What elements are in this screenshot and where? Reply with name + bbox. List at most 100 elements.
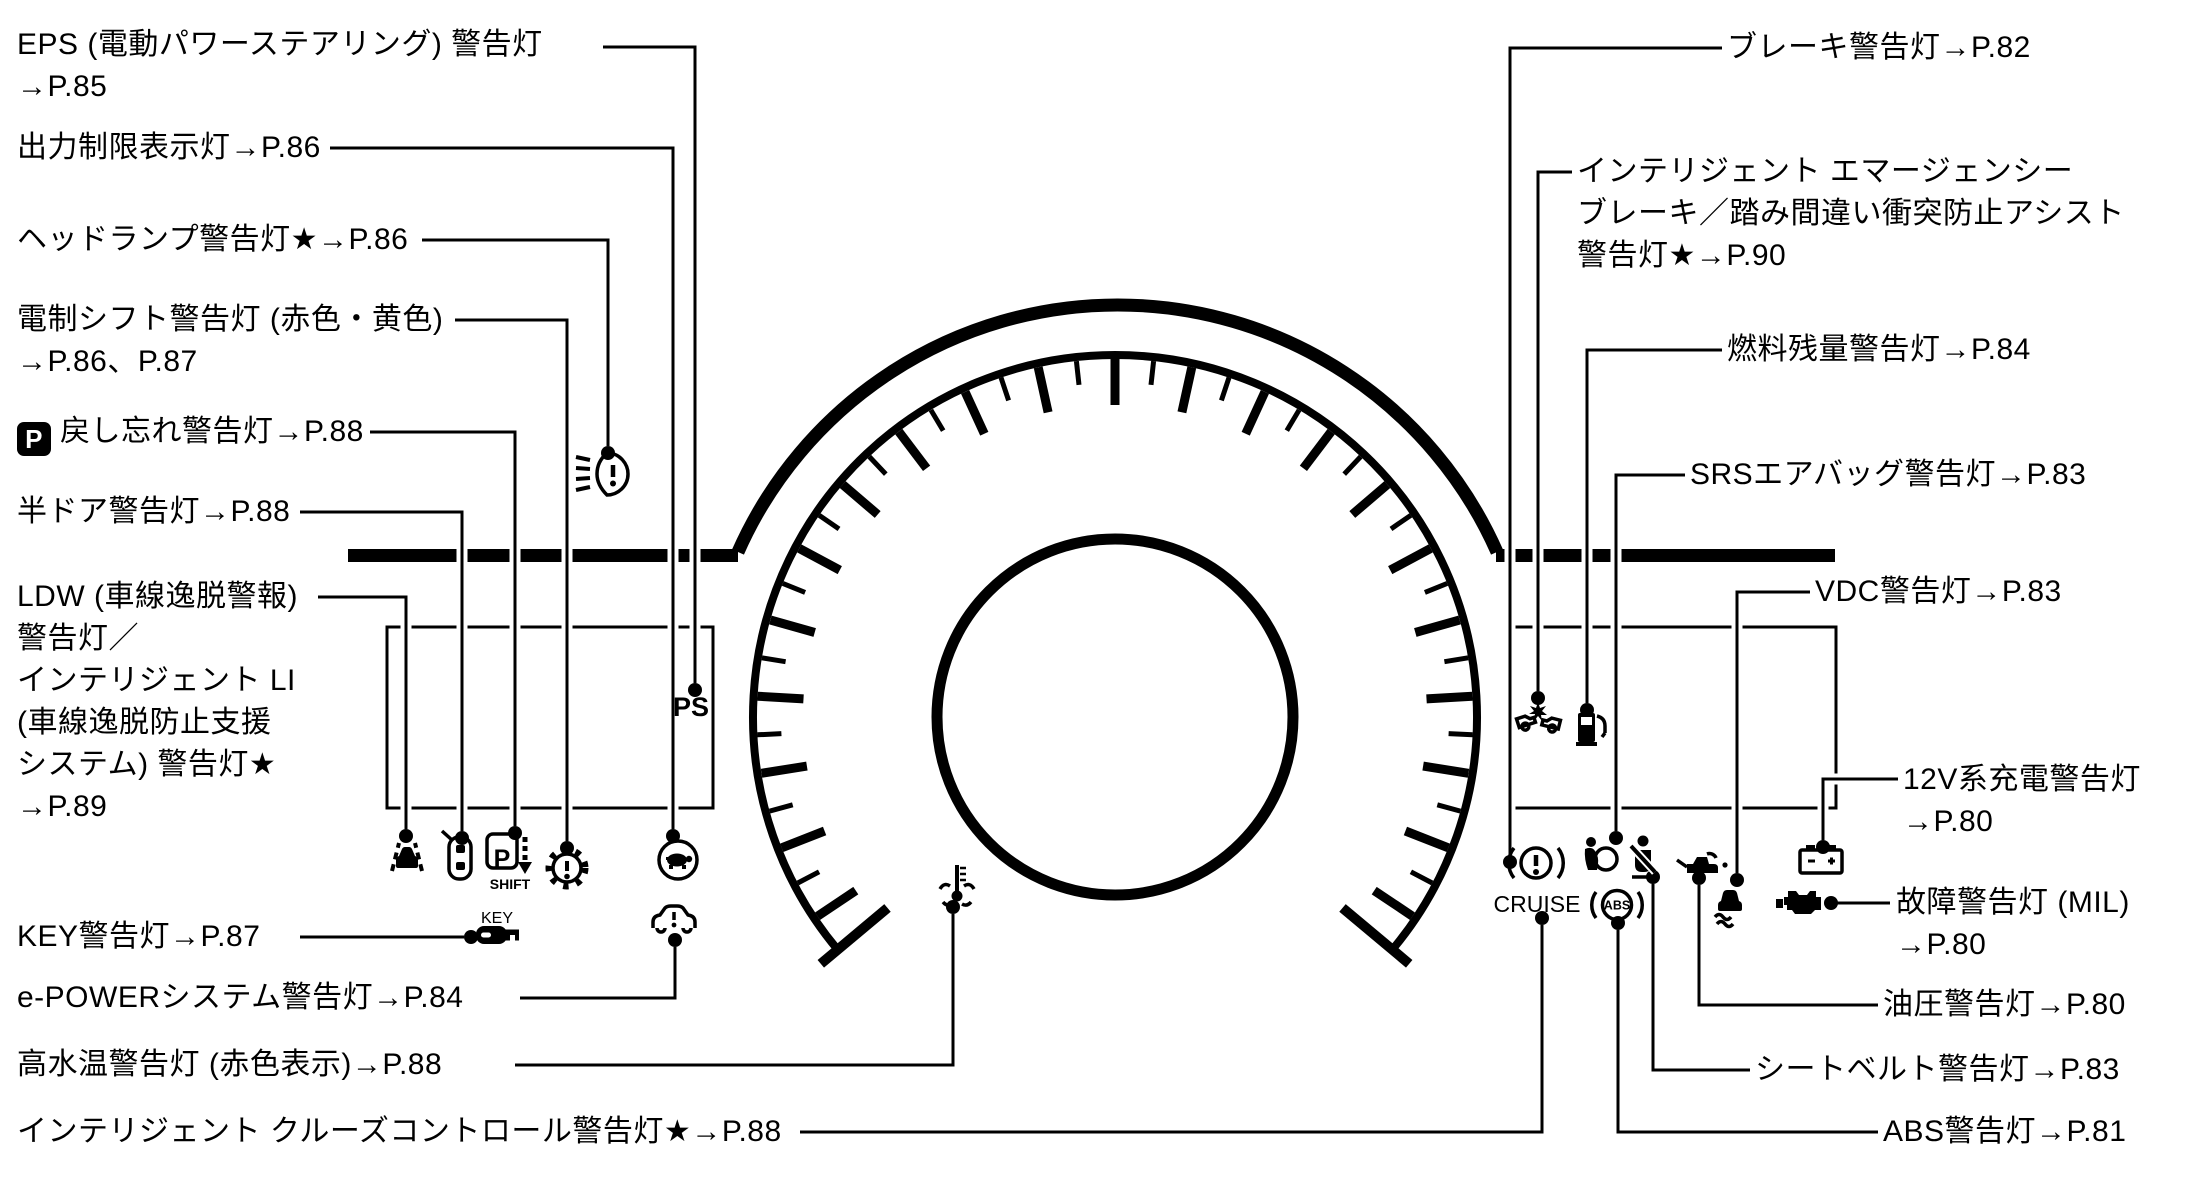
svg-text:P: P [494,845,511,873]
p-shift-icon: P SHIFT [485,832,532,892]
label-vdc: VDC警告灯→P.83 [1815,575,2062,608]
ps-indicator: PS [673,692,709,722]
dot-mil [1824,896,1838,910]
gauge-tick [1409,869,1434,886]
gauge-tick [1448,731,1473,738]
turtle-icon [657,839,699,881]
gauge-tick [1299,428,1335,472]
collision-icon [1514,702,1563,734]
battery-icon [1798,845,1844,875]
label-oil: 油圧警告灯→P.80 [1883,988,2126,1021]
label-half-door: 半ドア警告灯→P.88 [17,495,291,528]
right-bar [1496,549,1835,562]
gauge-tick [928,408,946,432]
label-output-limit: 出力制限表示灯→P.86 [17,131,321,164]
leader-charge [1821,777,1898,840]
dot-key [464,930,478,944]
gauge-tick [867,454,888,476]
label-charge: 12V系充電警告灯 →P.80 [1903,763,2141,838]
dot-p-return [508,826,522,840]
left-bar [348,549,738,562]
dot-srs [1609,831,1623,845]
gauge-tick [1414,615,1461,637]
leader-srs [1614,473,1685,831]
gauge-tick [780,826,827,852]
svg-text:KEY: KEY [481,910,513,927]
label-emergency: インテリジェント エマージェンシー ブレーキ／踏み間違い衝突防止アシスト 警告灯… [1577,155,2125,272]
gauge-tick [757,691,804,704]
ev-system-icon [651,904,697,934]
leader-seatbelt [1651,884,1750,1072]
leader-oil [1697,885,1878,1007]
leader-emergency-casing [1532,166,1572,691]
leader-headlamp [422,238,610,446]
leader-eps [603,45,697,683]
gauge-tick [1342,454,1363,476]
gauge-tick [817,904,891,968]
svg-text:ABS: ABS [1604,899,1630,913]
leader-emergency [1536,170,1572,691]
leader-cruise-casing [800,925,1548,1138]
gauge-tick [769,615,816,637]
gauge-tick [1403,826,1450,852]
label-key: KEY警告灯→P.87 [17,920,261,953]
skid-icon [1713,890,1742,929]
leader-e-shift [455,318,569,841]
speedometer-gauge [732,298,1503,968]
leader-lines [300,41,1898,1138]
cluster-bars [348,549,1835,562]
label-cruise: インテリジェント クルーズコントロール警告灯★→P.88 [17,1115,782,1148]
gauge-tick [760,761,808,778]
gauge-tick [895,428,931,472]
gauge-tick [1339,904,1413,968]
gauge-tick [998,376,1011,402]
gauge-tick [1388,544,1433,575]
gauge-tick [781,581,807,595]
left-display-box [385,625,715,810]
leader-vdc-casing [1731,586,1810,873]
right-display-box [1508,625,1838,810]
leader-p-return [370,430,517,826]
leader-p-return-casing [370,426,521,826]
leader-ldw-casing [318,591,412,829]
gear-warning-icon [545,846,589,890]
label-fuel: 燃料残量警告灯→P.84 [1727,333,2031,366]
gauge-tick [1241,390,1269,436]
label-eps: EPS (電動パワーステアリング) 警告灯 →P.85 [17,28,543,103]
gauge-tick [1219,376,1232,402]
label-seatbelt: シートベルト警告灯→P.83 [1755,1053,2120,1086]
engine-icon [1776,891,1821,914]
label-e-shift: 電制シフト警告灯 (赤色・黄色) →P.86、P.87 [17,303,444,378]
abs-indicator: ABS [1590,888,1644,922]
gauge-tick [1426,691,1473,704]
gauge-tick [1033,366,1053,414]
gauge-tick [1423,581,1449,595]
label-ldw: LDW (車線逸脱警報) 警告灯／ インテリジェント LI (車線逸脱防止支援 … [17,580,298,823]
fuel-pump-icon [1576,713,1607,746]
svg-text:CRUISE: CRUISE [1494,891,1581,917]
gauge-tick [796,869,821,886]
headlamp-icon [575,451,630,497]
dot-emergency [1531,691,1545,705]
gauge-tick [961,390,989,436]
key-icon: KEY [476,910,519,944]
airbag-icon [1584,837,1619,872]
gauge-tick [814,886,859,920]
gauge-tick [1436,802,1462,814]
dot-e-power [668,933,682,947]
dot-water-temp [946,900,960,914]
gauge-tick [1349,481,1391,518]
door-open-icon [440,829,473,881]
leader-ldw [318,595,408,829]
cruise-indicator: CRUISE [1494,891,1581,917]
label-water-temp: 高水温警告灯 (赤色表示)→P.88 [17,1048,443,1081]
svg-text:SHIFT: SHIFT [490,876,531,892]
leader-srs-casing [1610,469,1685,831]
label-srs: SRSエアバッグ警告灯→P.83 [1690,458,2087,491]
leader-vdc [1735,590,1810,873]
leader-cruise [800,925,1544,1134]
leader-brake [1508,46,1722,855]
gauge-tick [768,802,794,814]
